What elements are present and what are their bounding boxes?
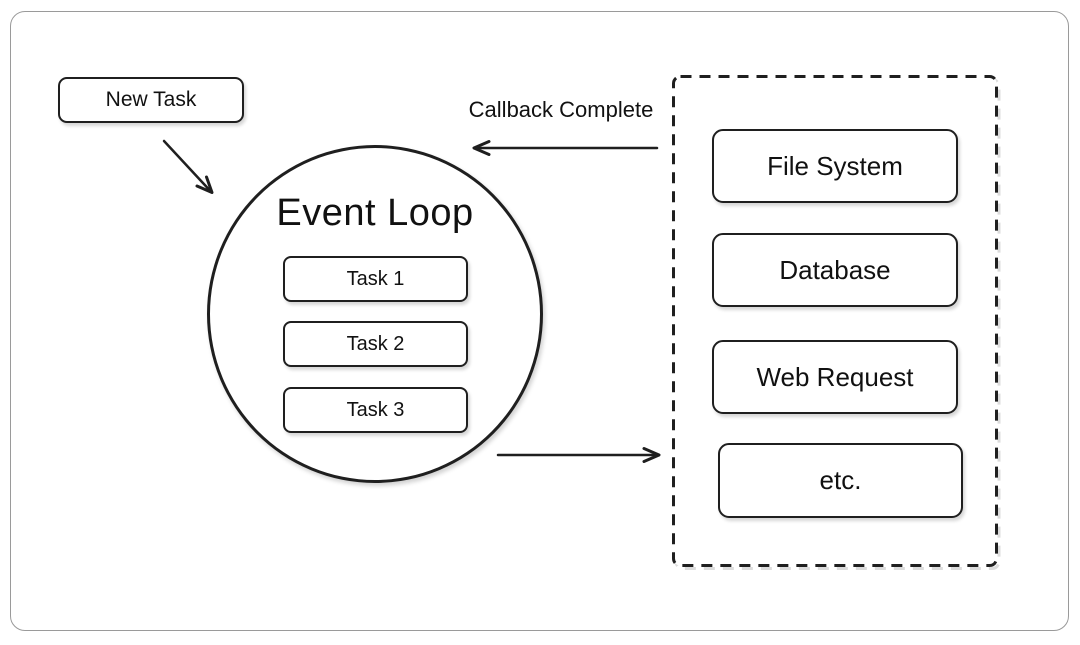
task-1-label: Task 1 — [346, 267, 405, 290]
etc-box: etc. — [718, 443, 963, 518]
web-request-box: Web Request — [712, 340, 958, 414]
dispatch-arrow-icon — [496, 447, 661, 463]
callback-arrow-icon — [472, 140, 659, 156]
web-request-label: Web Request — [756, 361, 914, 392]
file-system-box: File System — [712, 129, 958, 203]
database-box: Database — [712, 233, 958, 307]
task-box-3: Task 3 — [283, 387, 468, 433]
file-system-label: File System — [767, 150, 903, 181]
task-box-2: Task 2 — [283, 321, 468, 367]
new-task-box: New Task — [58, 77, 244, 123]
task-2-label: Task 2 — [346, 332, 405, 355]
event-loop-title: Event Loop — [276, 192, 474, 234]
new-task-label: New Task — [105, 88, 197, 111]
etc-label: etc. — [819, 465, 862, 495]
task-box-1: Task 1 — [283, 256, 468, 302]
database-label: Database — [779, 254, 891, 285]
new-task-arrow-icon — [162, 139, 214, 194]
task-3-label: Task 3 — [346, 398, 405, 421]
callback-complete-label: Callback Complete — [468, 97, 654, 122]
